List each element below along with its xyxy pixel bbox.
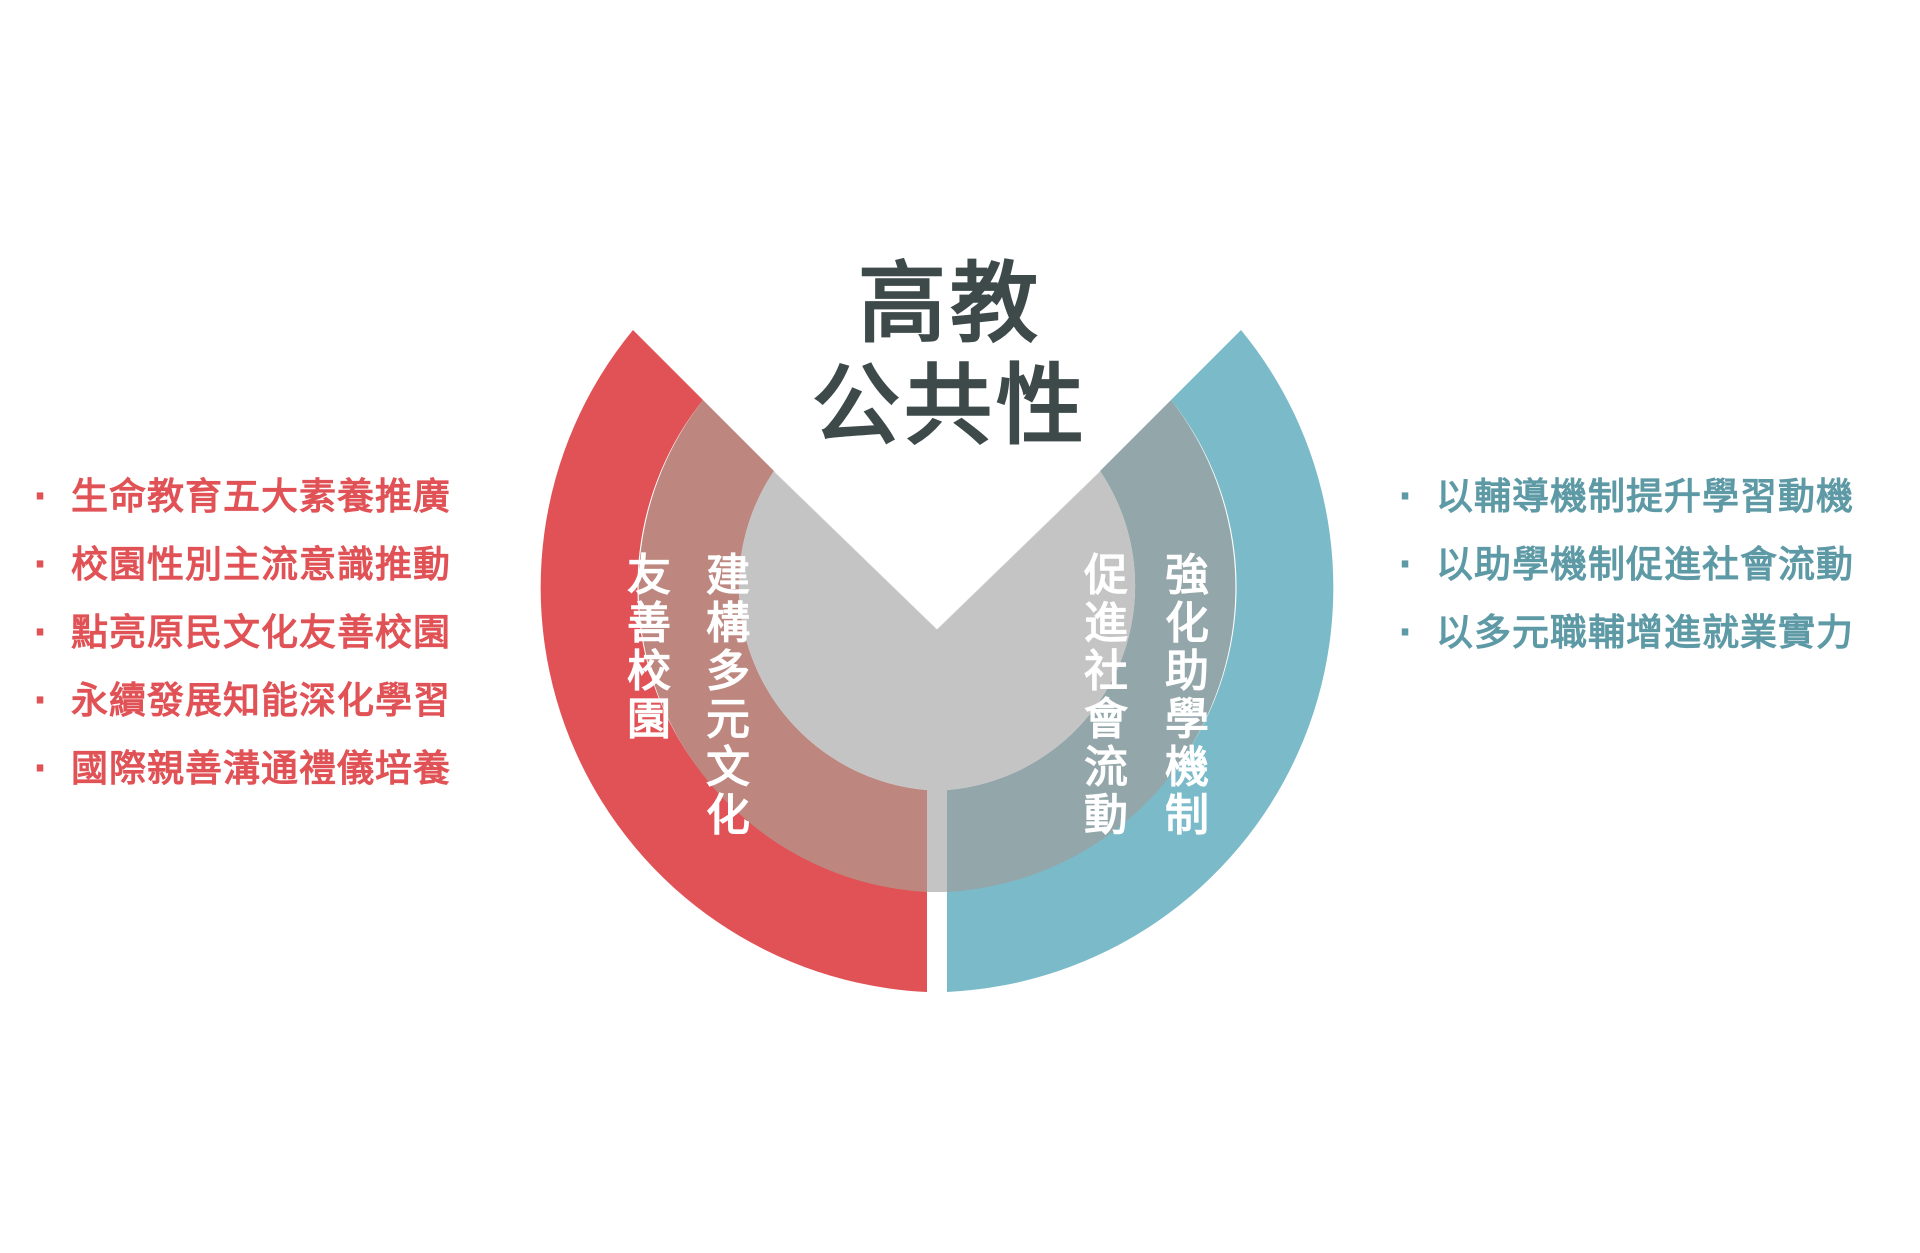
bullet-dot: · bbox=[33, 747, 49, 790]
divider-right bbox=[936, 470, 1101, 630]
right-inner-label: 促進社會流動 bbox=[1084, 550, 1128, 841]
left-bullet-list: · 生命教育五大素養推廣 · 校園性別主流意識推動 · 點亮原民文化友善校園 · 永續發… bbox=[33, 472, 451, 812]
list-item: · 以輔導機制提升學習動機 bbox=[1398, 472, 1854, 540]
bullet-dot: · bbox=[33, 679, 49, 722]
right-outer-label: 強化助學機制 bbox=[1165, 550, 1209, 841]
list-item-text: 點亮原民文化友善校園 bbox=[71, 611, 451, 654]
left-inner-label: 友善校園 bbox=[627, 550, 671, 745]
bullet-dot: · bbox=[33, 611, 49, 654]
left-outer-label: 建構多元文化 bbox=[706, 550, 750, 841]
divider-left bbox=[773, 470, 938, 630]
list-item-text: 以多元職輔增進就業實力 bbox=[1436, 611, 1854, 654]
list-item: · 點亮原民文化友善校園 bbox=[33, 608, 451, 676]
list-item-text: 校園性別主流意識推動 bbox=[71, 543, 451, 586]
bullet-dot: · bbox=[1398, 611, 1414, 654]
outer-arc-left bbox=[540, 330, 927, 992]
inner-core bbox=[738, 471, 1136, 892]
list-item: · 永續發展知能深化學習 bbox=[33, 676, 451, 744]
list-item-text: 國際親善溝通禮儀培養 bbox=[71, 747, 451, 790]
list-item-text: 以輔導機制提升學習動機 bbox=[1436, 475, 1854, 518]
right-bullet-list: · 以輔導機制提升學習動機 · 以助學機制促進社會流動 · 以多元職輔增進就業實力 bbox=[1398, 472, 1854, 676]
list-item-text: 永續發展知能深化學習 bbox=[71, 679, 451, 722]
bullet-dot: · bbox=[1398, 543, 1414, 586]
middle-ring-left bbox=[638, 400, 927, 892]
bullet-dot: · bbox=[33, 543, 49, 586]
list-item: · 國際親善溝通禮儀培養 bbox=[33, 744, 451, 812]
list-item: · 以多元職輔增進就業實力 bbox=[1398, 608, 1854, 676]
middle-ring-right bbox=[947, 400, 1236, 892]
outer-arc-right bbox=[947, 330, 1334, 992]
diagram-title-line-2: 公共性 bbox=[811, 354, 1088, 457]
list-item: · 以助學機制促進社會流動 bbox=[1398, 540, 1854, 608]
list-item-text: 以助學機制促進社會流動 bbox=[1436, 543, 1854, 586]
list-item: · 生命教育五大素養推廣 bbox=[33, 472, 451, 540]
bullet-dot: · bbox=[1398, 475, 1414, 518]
diagram-title-line-1: 高教 bbox=[857, 252, 1042, 355]
bullet-dot: · bbox=[33, 475, 49, 518]
list-item-text: 生命教育五大素養推廣 bbox=[71, 475, 451, 518]
list-item: · 校園性別主流意識推動 bbox=[33, 540, 451, 608]
